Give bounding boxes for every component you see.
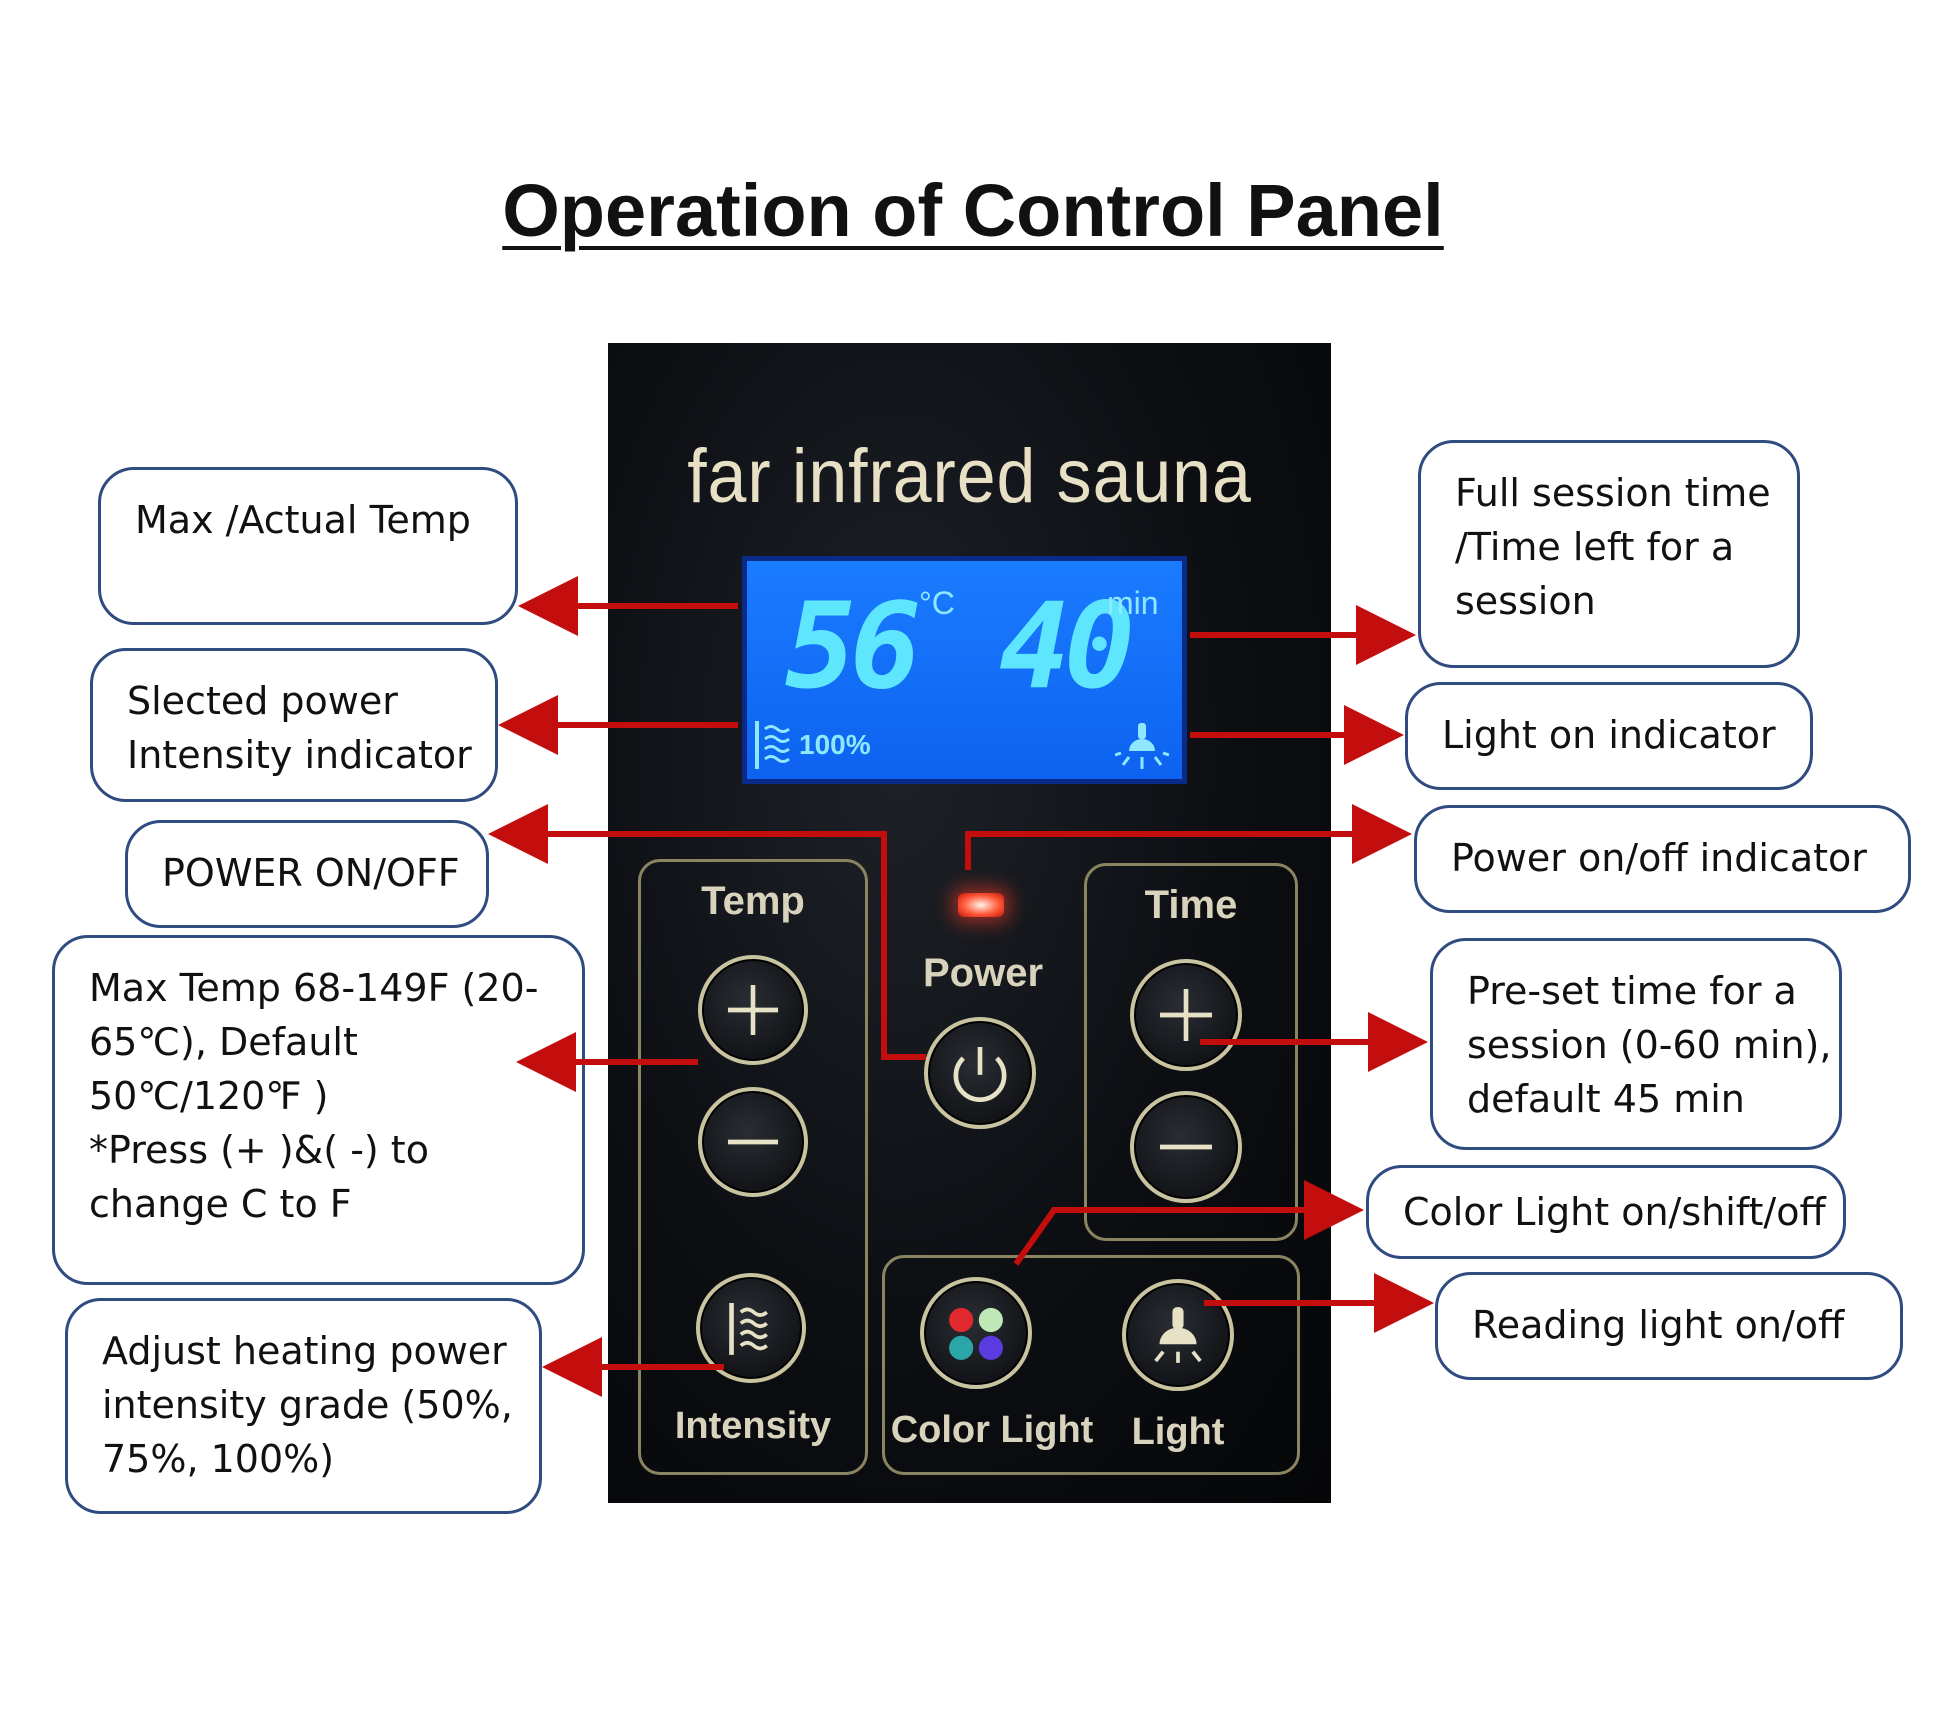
intensity-readout: 100% (799, 729, 871, 760)
callout-line: Light on indicator (1442, 713, 1776, 757)
callout-line: Slected power (127, 679, 398, 723)
callout-line: 65℃), Default (89, 1019, 358, 1064)
power-label: Power (922, 951, 1044, 995)
temp-plus-button[interactable] (698, 955, 808, 1065)
time-readout: 40 (999, 577, 1135, 715)
callout-line: Reading light on/off (1472, 1303, 1845, 1347)
callout-line: Full session time (1455, 471, 1771, 515)
callout-power-on-off: POWER ON/OFF (125, 820, 489, 928)
minus-icon (1160, 1144, 1212, 1150)
callout-line: /Time left for a (1455, 524, 1735, 569)
time-plus-button[interactable] (1130, 959, 1242, 1071)
callout-reading-light: Reading light on/off (1435, 1272, 1903, 1380)
power-icon (953, 1047, 1007, 1102)
callout-line: Adjust heating power (102, 1329, 507, 1373)
time-label: Time (1144, 883, 1238, 927)
callout-power-intensity-indicator: Slected power Intensity indicator (90, 648, 498, 802)
callout-line: 50℃/120℉ ) (89, 1073, 329, 1118)
callout-line: change C to F (89, 1181, 352, 1226)
bulb-icon (1154, 1307, 1202, 1363)
lcd-display: 56 °C 40 min 100% (742, 556, 1187, 784)
color-light-button[interactable] (920, 1277, 1032, 1389)
callout-line: default 45 min (1467, 1076, 1745, 1121)
brand-label: far infrared sauna (687, 434, 1252, 519)
control-panel: far infrared sauna 56 °C 40 min 100% (608, 343, 1331, 1503)
time-minus-button[interactable] (1130, 1091, 1242, 1203)
temperature-unit: °C (919, 585, 955, 621)
color-dots-icon (949, 1307, 1003, 1360)
temp-label: Temp (701, 879, 805, 923)
callout-session-time: Full session time /Time left for a sessi… (1418, 440, 1800, 668)
callout-line: session (1455, 578, 1596, 623)
light-bulb-icon (1115, 723, 1169, 769)
callout-line: session (0-60 min), (1467, 1022, 1832, 1067)
intensity-label: Intensity (674, 1405, 832, 1447)
page-title: Operation of Control Panel (502, 169, 1444, 252)
callout-preset-time: Pre-set time for a session (0-60 min), d… (1430, 938, 1842, 1150)
minus-icon (727, 1139, 779, 1145)
callout-line: *Press (+ )&( -) to (89, 1127, 429, 1172)
callout-line: intensity grade (50%, (102, 1382, 513, 1427)
callout-color-light: Color Light on/shift/off (1366, 1165, 1846, 1259)
reading-light-button[interactable] (1122, 1279, 1234, 1391)
power-indicator-led (958, 893, 1004, 917)
callout-line: Max /Actual Temp (135, 498, 471, 542)
intensity-bars-icon (755, 721, 790, 769)
power-button[interactable] (924, 1017, 1036, 1129)
callout-max-temp: Max Temp 68-149F (20- 65℃), Default 50℃/… (52, 935, 585, 1285)
callout-line: Color Light on/shift/off (1403, 1190, 1826, 1234)
heat-waves-icon (729, 1302, 768, 1355)
callout-line: POWER ON/OFF (162, 851, 460, 895)
color-light-label: Color Light (890, 1409, 1094, 1451)
callout-line: Pre-set time for a (1467, 969, 1797, 1013)
light-label: Light (1131, 1411, 1225, 1453)
intensity-button[interactable] (696, 1273, 806, 1383)
temp-minus-button[interactable] (698, 1087, 808, 1197)
callout-power-indicator: Power on/off indicator (1414, 805, 1911, 913)
callout-heating-power: Adjust heating power intensity grade (50… (65, 1298, 542, 1514)
callout-line: 75%, 100%) (102, 1436, 335, 1481)
callout-line: Max Temp 68-149F (20- (89, 966, 539, 1010)
time-unit: min (1107, 585, 1159, 621)
callout-line: Power on/off indicator (1451, 836, 1867, 880)
callout-light-on-indicator: Light on indicator (1405, 682, 1813, 790)
callout-line: Intensity indicator (127, 732, 472, 777)
temperature-readout: 56 (785, 577, 921, 715)
plus-icon (727, 984, 779, 1036)
callout-max-actual-temp: Max /Actual Temp (98, 467, 518, 625)
plus-icon (1160, 989, 1212, 1041)
